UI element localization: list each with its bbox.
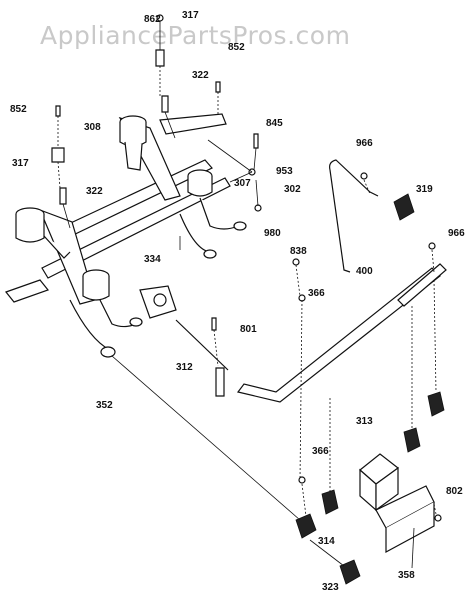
label-845: 845 <box>266 118 283 129</box>
spring-322-top <box>161 95 169 113</box>
label-352: 352 <box>96 400 113 411</box>
label-966a: 966 <box>356 138 373 149</box>
switch-block-313 <box>359 453 399 512</box>
screw-966-right <box>428 242 436 250</box>
bracket-358 <box>375 485 435 554</box>
label-366a: 366 <box>308 288 325 299</box>
label-317b: 317 <box>12 158 29 169</box>
screw-838 <box>292 258 300 266</box>
label-302: 302 <box>284 184 301 195</box>
label-852b: 852 <box>10 104 27 115</box>
valve-knob-right <box>321 391 445 515</box>
burner-left <box>15 207 71 259</box>
label-319: 319 <box>416 184 433 195</box>
label-966b: 966 <box>448 228 465 239</box>
burner-308 <box>119 115 147 171</box>
igniter-wire-302 <box>329 159 379 273</box>
label-862: 862 <box>144 14 161 25</box>
fastener-845 <box>253 133 259 149</box>
watermark: AppliancePartsPros.com <box>40 21 350 50</box>
bracket-314 <box>295 513 317 539</box>
label-852a: 852 <box>228 42 245 53</box>
label-953: 953 <box>276 166 293 177</box>
manifold-pipe-400 <box>236 263 447 403</box>
label-312: 312 <box>176 362 193 373</box>
label-358: 358 <box>398 570 415 581</box>
clip-317-left <box>51 147 65 163</box>
burner-front <box>82 269 143 328</box>
screw-852-top <box>215 81 221 93</box>
label-400: 400 <box>356 266 373 277</box>
orifice-hood-left <box>69 213 217 358</box>
screw-802 <box>434 514 442 522</box>
clip-317-top <box>155 49 165 67</box>
label-322a: 322 <box>192 70 209 81</box>
part-labels: 862 317 852 322 852 308 317 845 322 953 … <box>10 10 465 593</box>
label-314: 314 <box>318 536 335 547</box>
label-307: 307 <box>234 178 251 189</box>
screw-801 <box>211 317 217 331</box>
label-322b: 322 <box>86 186 103 197</box>
burner-307 <box>187 169 247 231</box>
screw-366-low <box>298 476 306 484</box>
label-308: 308 <box>84 122 101 133</box>
spring-322-left <box>59 187 67 205</box>
label-802: 802 <box>446 486 463 497</box>
label-317a: 317 <box>182 10 199 21</box>
label-323: 323 <box>322 582 339 593</box>
label-334: 334 <box>144 254 161 265</box>
label-838: 838 <box>290 246 307 257</box>
valve-312 <box>139 285 229 397</box>
label-366b: 366 <box>312 446 329 457</box>
label-313: 313 <box>356 416 373 427</box>
clip-323 <box>339 559 361 585</box>
switch-319 <box>393 193 415 221</box>
label-801: 801 <box>240 324 257 335</box>
leader-lines <box>57 21 437 569</box>
screw-852-left <box>55 105 61 117</box>
screw-966-top <box>360 172 368 180</box>
label-980: 980 <box>264 228 281 239</box>
